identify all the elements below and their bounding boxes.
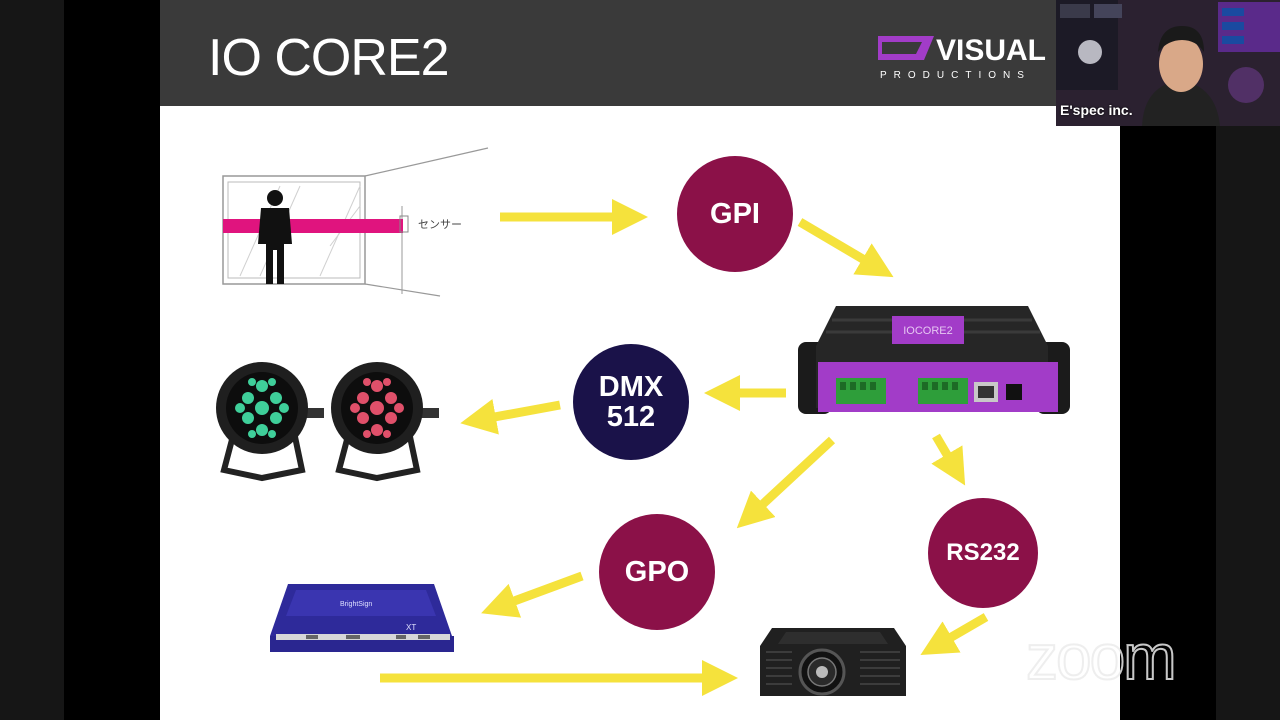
window-margin-left bbox=[0, 0, 64, 720]
sensor-illustration: センサー bbox=[222, 147, 489, 297]
slide-header: IO CORE2 VISUAL PRODUCTIONS bbox=[160, 0, 1120, 106]
arrow-controller-to-gpo bbox=[736, 436, 836, 529]
par-light-green bbox=[216, 362, 324, 482]
video-background bbox=[1056, 0, 1280, 126]
svg-text:IOCORE2: IOCORE2 bbox=[903, 325, 953, 337]
arrow-gpo-to-player bbox=[481, 571, 584, 618]
svg-text:BrightSign: BrightSign bbox=[340, 601, 372, 608]
arrow-rs232-to-projector bbox=[920, 613, 989, 656]
stage-light-fixtures bbox=[216, 362, 439, 482]
svg-text:VISUAL: VISUAL bbox=[936, 34, 1046, 67]
shared-slide: IO CORE2 VISUAL PRODUCTIONS bbox=[160, 0, 1120, 720]
svg-text:XT: XT bbox=[406, 623, 416, 632]
participant-video[interactable]: E'spec inc. bbox=[1056, 0, 1280, 126]
gpi-node: GPI bbox=[677, 156, 793, 272]
arrow-controller-to-rs232 bbox=[931, 433, 966, 486]
arrow-gpi-to-controller bbox=[797, 218, 894, 278]
rs232-node: RS232 bbox=[928, 498, 1038, 608]
iocore2-controller: IOCORE2 bbox=[798, 306, 1070, 414]
gpo-node: GPO bbox=[599, 514, 715, 630]
arrow-dmx-to-fixtures bbox=[460, 399, 561, 435]
window-margin-right bbox=[1216, 126, 1280, 720]
letterbox-left bbox=[64, 0, 160, 720]
dmx512-node: DMX 512 bbox=[573, 344, 689, 460]
brightsign-media-player: BrightSign XT bbox=[270, 584, 454, 652]
visual-productions-logo: VISUAL PRODUCTIONS bbox=[878, 34, 1120, 87]
participant-name: E'spec inc. bbox=[1060, 102, 1133, 118]
svg-text:PRODUCTIONS: PRODUCTIONS bbox=[880, 70, 1031, 81]
par-light-red bbox=[331, 362, 439, 482]
projector bbox=[760, 628, 906, 696]
letterbox-right bbox=[1120, 126, 1216, 720]
slide-title: IO CORE2 bbox=[208, 29, 449, 87]
zoom-watermark: zoom bbox=[1025, 620, 1177, 694]
flow-arrows bbox=[380, 199, 989, 696]
svg-text:センサー: センサー bbox=[418, 218, 462, 231]
